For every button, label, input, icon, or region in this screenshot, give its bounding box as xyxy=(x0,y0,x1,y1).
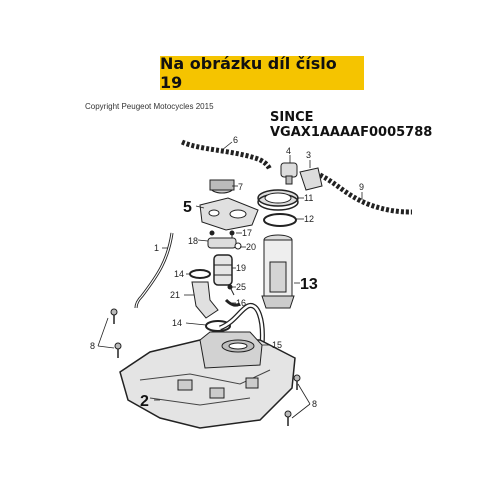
callout-6: 6 xyxy=(233,135,238,145)
callout-1: 1 xyxy=(154,243,159,253)
lock-ring-part-11 xyxy=(257,189,299,211)
callout-9: 9 xyxy=(359,182,364,192)
callout-25: 25 xyxy=(236,282,246,292)
clamp-part-14-upper xyxy=(189,269,211,279)
fuel-tank-part-2 xyxy=(119,331,296,429)
hose-part-9 xyxy=(318,172,413,215)
washer-part-20 xyxy=(234,242,242,250)
clamp-part-14-lower xyxy=(205,320,231,332)
callout-16: 16 xyxy=(236,298,246,308)
callout-13: 13 xyxy=(300,276,318,293)
bracket-part-5 xyxy=(199,197,259,231)
hose-part-15-highlight xyxy=(219,304,264,346)
callout-20: 20 xyxy=(246,242,256,252)
callout-15: 15 xyxy=(272,340,282,350)
copyright-text: Copyright Peugeot Motocycles 2015 xyxy=(85,102,214,111)
callout-11: 11 xyxy=(304,193,313,203)
hose-part-6 xyxy=(180,139,273,171)
callout-8a: 8 xyxy=(90,341,95,351)
since-vin-label: SINCE VGAX1AAAAF0005788 xyxy=(270,110,432,140)
screw-part-17 xyxy=(209,230,235,240)
vin-label: VGAX1AAAAF0005788 xyxy=(270,125,433,140)
callout-21: 21 xyxy=(170,290,180,300)
valve-part-4 xyxy=(280,162,298,185)
screws-part-8-left xyxy=(110,308,122,358)
callout-8b: 8 xyxy=(312,399,317,409)
callout-14a: 14 xyxy=(174,269,184,279)
callout-18: 18 xyxy=(188,236,198,246)
callout-12: 12 xyxy=(304,214,314,224)
callout-3: 3 xyxy=(306,150,311,160)
callout-17: 17 xyxy=(242,228,252,238)
callout-7: 7 xyxy=(238,182,243,192)
callout-5: 5 xyxy=(183,199,192,216)
breather-line-part-1-highlight xyxy=(135,232,173,309)
clip-part-18 xyxy=(207,237,237,249)
cap-part-7 xyxy=(209,179,235,194)
since-label: SINCE xyxy=(270,110,314,125)
connector-part-3 xyxy=(299,167,323,191)
fuel-pump-part-13 xyxy=(261,234,295,309)
pipe-part-16 xyxy=(224,298,241,307)
leader-lines xyxy=(97,141,363,419)
callout-14b: 14 xyxy=(172,318,182,328)
elbow-part-21 xyxy=(191,281,219,319)
screw-part-25 xyxy=(227,284,235,296)
callout-4: 4 xyxy=(286,146,291,156)
part-number-banner: Na obrázku díl číslo 19 xyxy=(160,54,364,92)
screws-part-8-right xyxy=(284,374,301,426)
callout-19: 19 xyxy=(236,263,246,273)
callout-2: 2 xyxy=(140,393,149,410)
seal-part-12 xyxy=(263,213,297,227)
filter-part-19 xyxy=(213,254,233,286)
